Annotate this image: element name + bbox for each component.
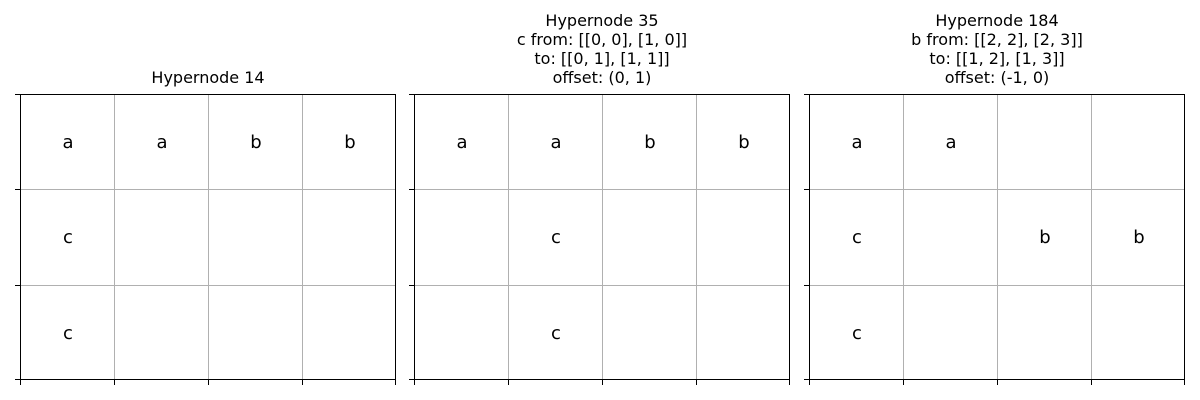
- x-axis-tick: [1091, 380, 1092, 385]
- x-axis-tick: [20, 380, 21, 385]
- grid: a a b b c c: [15, 94, 397, 385]
- gridline-vertical: [302, 95, 303, 379]
- panel-title-line: offset: (0, 1): [552, 68, 652, 87]
- gridline-vertical: [1091, 95, 1092, 379]
- grid-cell: [697, 286, 791, 381]
- y-axis-tick: [804, 379, 809, 380]
- grid-cell: c: [63, 227, 73, 249]
- grid-cell: c: [852, 322, 862, 344]
- grid-cell: [1092, 95, 1186, 190]
- grid-cell: [1092, 286, 1186, 381]
- y-axis-tick: [804, 284, 809, 286]
- panel-title-line: to: [[0, 1], [1, 1]]: [534, 49, 670, 68]
- panel-title-line: Hypernode 35: [545, 11, 659, 30]
- x-axis-tick: [302, 380, 303, 385]
- x-axis-tick: [997, 380, 998, 385]
- panel-title: Hypernode 14: [20, 68, 396, 87]
- panel-title-line: offset: (-1, 0): [944, 68, 1050, 87]
- grid-cell: [415, 286, 509, 381]
- gridline-vertical: [997, 95, 998, 379]
- y-axis-tick: [409, 379, 414, 380]
- panel-title-line: b from: [[2, 2], [2, 3]]: [911, 30, 1083, 49]
- grid-cell: b: [250, 132, 262, 154]
- x-axis-tick: [508, 380, 509, 385]
- gridline-vertical: [114, 95, 115, 379]
- gridline-vertical: [508, 95, 509, 379]
- panel-hypernode-14: Hypernode 14 a a b b c c: [15, 0, 397, 400]
- grid-cell: a: [156, 132, 168, 154]
- x-axis-tick: [789, 380, 790, 385]
- grid-cell: [697, 190, 791, 285]
- grid-cell: b: [1133, 227, 1145, 249]
- panel-title-line: Hypernode 184: [935, 11, 1059, 30]
- panel-title-line: Hypernode 14: [151, 68, 265, 87]
- grid-cell: b: [644, 132, 656, 154]
- grid: a a c b b c: [804, 94, 1186, 385]
- grid-cell: b: [344, 132, 356, 154]
- gridline-horizontal: [415, 284, 789, 286]
- y-axis-tick: [15, 379, 20, 380]
- gridline-vertical: [208, 95, 209, 379]
- grid-cell: c: [852, 227, 862, 249]
- gridline-horizontal: [21, 284, 395, 286]
- gridline-horizontal: [415, 189, 789, 191]
- gridline-vertical: [903, 95, 904, 379]
- gridline-horizontal: [810, 284, 1184, 286]
- y-axis-tick: [15, 189, 20, 191]
- grid-cell: [115, 286, 209, 381]
- grid-cell: a: [945, 132, 957, 154]
- x-axis-tick: [208, 380, 209, 385]
- grid-cell: [303, 190, 397, 285]
- grid-cell: c: [63, 322, 73, 344]
- grid-cell: [603, 286, 697, 381]
- x-axis-tick: [395, 380, 396, 385]
- x-axis-tick: [809, 380, 810, 385]
- x-axis-tick: [114, 380, 115, 385]
- grid-cell: b: [1039, 227, 1051, 249]
- x-axis-tick: [602, 380, 603, 385]
- grid-cell: [209, 190, 303, 285]
- panel-title-line: to: [[1, 2], [1, 3]]: [929, 49, 1065, 68]
- grid-cell: [904, 190, 998, 285]
- y-axis-tick: [804, 189, 809, 191]
- x-axis-tick: [696, 380, 697, 385]
- gridline-vertical: [696, 95, 697, 379]
- grid-cell: [998, 286, 1092, 381]
- x-axis-tick: [1184, 380, 1185, 385]
- grid-cell: [998, 95, 1092, 190]
- grid-cell: c: [551, 227, 561, 249]
- gridline-vertical: [602, 95, 603, 379]
- grid-cell: a: [851, 132, 863, 154]
- grid-cell: a: [550, 132, 562, 154]
- y-axis-tick: [15, 284, 20, 286]
- x-axis-tick: [903, 380, 904, 385]
- grid-cell: [209, 286, 303, 381]
- grid-cell: c: [551, 322, 561, 344]
- y-axis-tick: [409, 284, 414, 286]
- grid-cell: [415, 190, 509, 285]
- grid-cell: a: [62, 132, 74, 154]
- grid: a a b b c c: [409, 94, 791, 385]
- x-axis-tick: [414, 380, 415, 385]
- y-axis-tick: [804, 94, 809, 95]
- grid-cell: [904, 286, 998, 381]
- y-axis-tick: [409, 189, 414, 191]
- panel-title-line: c from: [[0, 0], [1, 0]]: [516, 30, 688, 49]
- grid-cell: [603, 190, 697, 285]
- y-axis-tick: [15, 94, 20, 95]
- y-axis-tick: [409, 94, 414, 95]
- gridline-horizontal: [21, 189, 395, 191]
- grid-cell: [303, 286, 397, 381]
- grid-cell: a: [456, 132, 468, 154]
- gridline-horizontal: [810, 189, 1184, 191]
- grid-cell: b: [738, 132, 750, 154]
- grid-cell: [115, 190, 209, 285]
